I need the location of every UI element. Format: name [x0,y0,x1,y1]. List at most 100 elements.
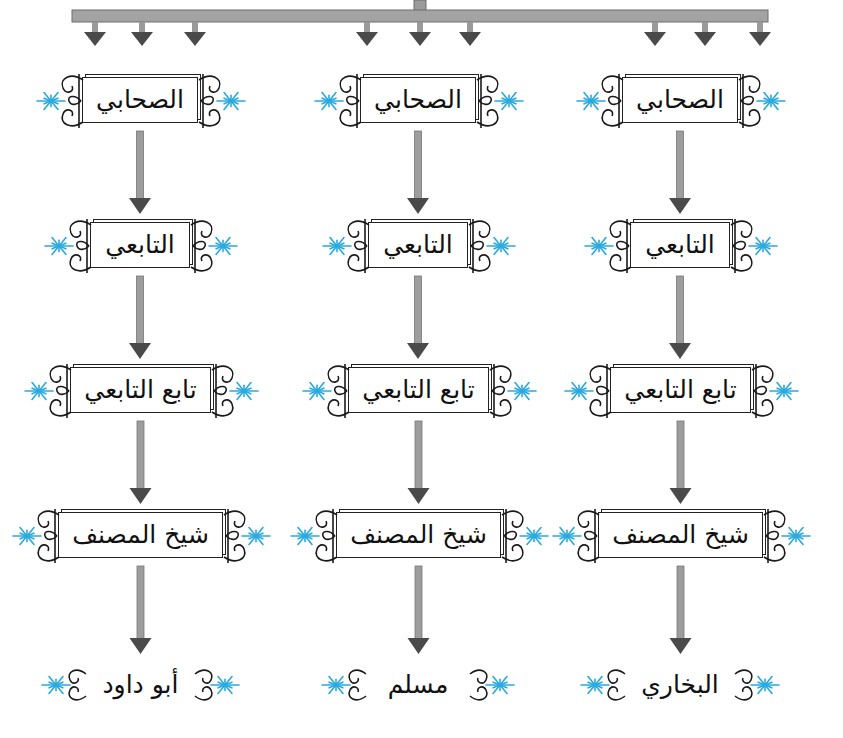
scroll-curl [328,400,349,416]
scroll-curl [734,219,736,273]
flourish-ray [244,383,251,392]
flourish-ray [27,533,34,536]
arrow-head [130,638,152,654]
scroll-curl [54,509,56,563]
ornament-left [585,219,631,273]
flourish-ray [534,528,541,537]
flourish-ray [595,685,602,694]
flourish-ray [256,536,263,545]
flourish-ray [336,685,343,694]
scroll-curl [195,687,212,700]
scroll-curl [731,221,752,237]
scroll-curl [195,670,212,683]
flourish-ray [515,391,522,400]
scroll-curl [602,110,623,126]
flourish-ray [322,93,329,102]
scroll-curl [62,110,83,126]
flourish-ray [765,677,772,686]
flourish-ray [59,238,66,247]
arrow-head [669,198,691,214]
arrow-shaft [677,131,684,200]
flourish-ray [796,536,803,545]
ornament-right [470,670,514,700]
narrator-rank: الصحابي [636,85,724,115]
scroll-curl [594,509,596,563]
flourish-ray [763,238,770,247]
scroll-curl [86,219,88,273]
flourish-ray [591,93,598,102]
arrow-head [408,488,430,504]
flourish-ray [595,677,602,686]
flourish-ray [237,383,244,392]
scroll-curl [224,545,245,561]
flourish-ray [572,391,579,400]
author-name: أبو داود [102,670,178,700]
flourish-ray [572,383,579,392]
flourish-ray [756,238,763,247]
flourish-ray [588,685,595,694]
scroll-curl [212,400,233,416]
cyan-flourish [323,238,351,255]
scroll-curl [608,687,625,700]
flourish-ray [579,391,586,400]
narrator-box: تابع التابعي [348,367,489,413]
narrator-box: الصحابي [360,77,476,123]
arrow-head [129,198,151,214]
cyan-flourish [37,93,65,110]
down-arrow [407,276,429,359]
ornament-right [224,509,270,563]
ornament-right [739,74,785,128]
cyan-flourish [45,238,73,255]
flourish-ray [51,93,58,102]
ornament-left [577,74,623,128]
down-arrow [669,276,691,359]
flourish-ray [310,383,317,392]
cyan-flourish [230,383,258,400]
scroll-curl [742,74,744,128]
scroll-curl [502,545,523,561]
flourish-ray [298,528,305,537]
arrow-head [407,343,429,359]
flourish-ray [336,677,343,686]
narrator-box: التابعي [630,222,730,268]
arrow-shaft [415,276,422,345]
flourish-ray [224,98,231,101]
flourish-ray [502,101,509,110]
flourish-ray [763,246,770,255]
flourish-ray [305,533,312,536]
flourish-ray [44,93,51,102]
cyan-flourish [757,93,785,110]
flourish-ray [249,533,256,536]
flourish-ray [567,536,574,545]
scroll-curl [62,76,83,92]
flourish-ray [789,528,796,537]
flourish-ray [522,383,529,392]
arrow-head [670,488,692,504]
flourish-ray [223,246,230,255]
flourish-ray [584,93,591,102]
cyan-flourish [577,93,605,110]
ornament-right [502,509,548,563]
down-arrow [129,131,151,214]
scroll-curl [199,110,220,126]
flourish-ray [44,101,51,110]
flourish-ray [591,101,598,110]
flourish-ray [534,536,541,545]
flourish-ray [591,98,598,101]
flourish-ray [218,677,225,686]
scroll-curl [194,219,196,273]
scroll-curl [608,670,625,683]
flourish-ray [515,383,522,392]
arrow-head [408,638,430,654]
scroll-curl [191,255,212,271]
scroll-curl [50,400,71,416]
scroll-curl [752,400,773,416]
scroll-curl [610,255,631,271]
ornament-left [25,364,71,418]
ornament-left [323,219,369,273]
flourish-ray [224,93,231,102]
flourish-ray [51,98,58,101]
flourish-ray [56,677,63,686]
flourish-ray [784,383,791,392]
